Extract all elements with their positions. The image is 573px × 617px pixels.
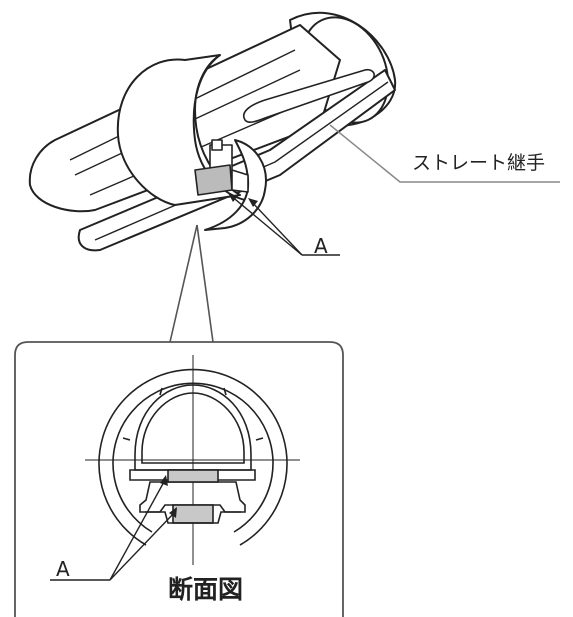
cross-section-title: 断面図 [168,575,244,604]
outer-ring-inner [112,382,274,533]
leaders-a-top [228,193,340,256]
dome-rail-outer [134,384,252,471]
clip-connector [194,139,249,196]
outer-ring [98,368,288,546]
pad-lower [172,504,214,524]
cross-section-drawing [85,355,300,565]
lower-rail [77,69,396,252]
cross-section-frame [14,341,344,617]
bottom-flange [145,511,241,524]
dome-rail-inner [141,392,245,464]
joint-illustration [28,11,397,252]
joint-band-lower [204,139,267,231]
zoom-callout [169,224,214,343]
straight-joint-label: ストレート継手 [412,152,546,174]
lower-housing [139,481,246,513]
leaders-a-bottom [50,475,177,581]
rail-slot [243,68,375,123]
pad-upper [167,469,219,483]
lower-rail-groove [94,81,389,241]
leader-straight-joint [329,124,560,183]
marker-a-top: A [314,234,328,258]
marker-a-bottom: A [56,557,70,581]
